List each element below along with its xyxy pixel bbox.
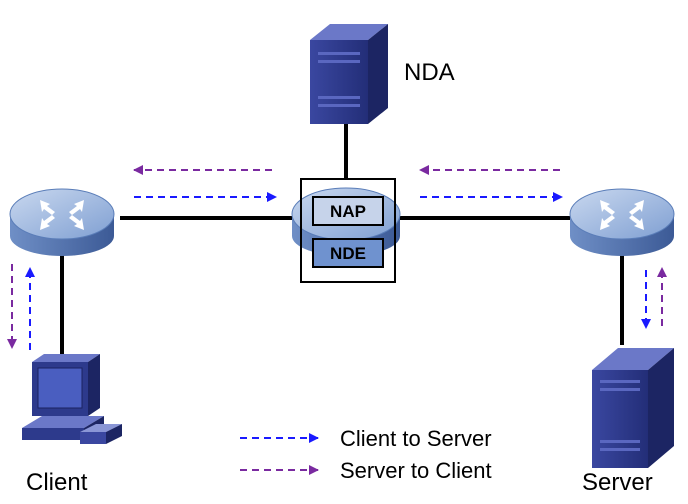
- server-label: Server: [582, 469, 653, 496]
- legend-client-to-server-label: Client to Server: [340, 426, 492, 451]
- client-computer-icon: [22, 354, 122, 444]
- nap-nde-frame: [300, 178, 396, 283]
- nde-module: [312, 238, 384, 268]
- server-icon: [592, 348, 674, 468]
- nap-module: [312, 196, 384, 226]
- nda-label: NDA: [404, 59, 455, 86]
- nda-server-icon: [310, 24, 388, 124]
- client-label: Client: [26, 469, 88, 496]
- nde-label: NDE: [330, 244, 366, 263]
- left-router-icon: [9, 188, 115, 256]
- right-router-icon: [569, 188, 675, 256]
- legend-server-to-client-label: Server to Client: [340, 458, 492, 483]
- legend: Client to Server Server to Client: [240, 426, 492, 483]
- client-to-server-arrows: [25, 192, 651, 350]
- links: [60, 116, 624, 360]
- server-to-client-arrows: [7, 165, 667, 349]
- nap-label: NAP: [330, 202, 366, 221]
